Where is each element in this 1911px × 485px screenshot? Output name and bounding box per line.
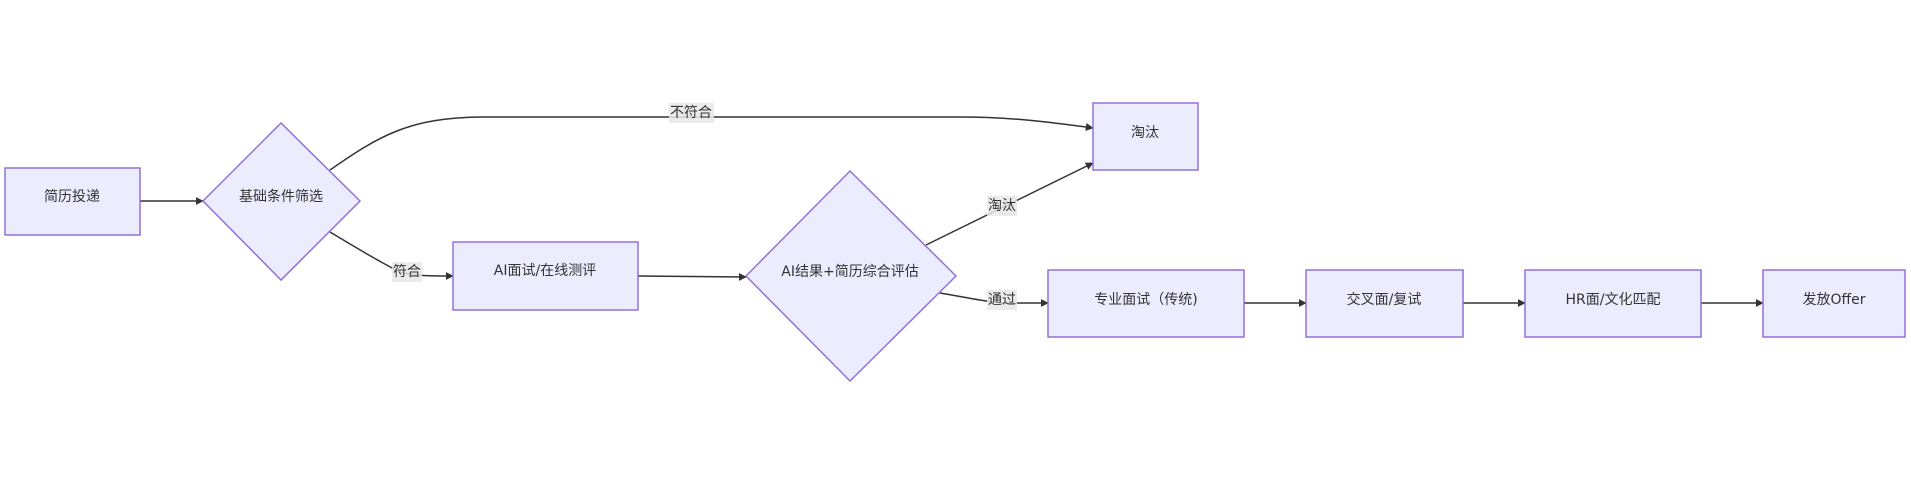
edge-label-text: 不符合 [670,105,712,121]
node-shape [1092,102,1199,171]
edge-label-D-E: 淘汰 [987,196,1017,216]
node-shape [1305,269,1464,338]
edge-label-bg [392,262,422,282]
node-resume-submission[interactable]: 简历投递 [4,167,141,236]
edge-labels: 不符合 符合 淘汰 通过 [392,103,1017,310]
edge-label-D-F: 通过 [987,290,1017,310]
node-shape [452,241,639,311]
edge-label-B-E: 不符合 [669,103,714,123]
edge-label-bg [987,196,1017,216]
node-label: AI面试/在线测评 [494,263,596,279]
edge-C-D [637,272,747,281]
node-shape [201,121,362,282]
node-shape [1762,269,1906,338]
node-label: 专业面试（传统) [1094,292,1197,308]
edge-label-bg [987,290,1017,310]
node-label: 发放Offer [1802,292,1865,308]
node-offer[interactable]: 发放Offer [1762,269,1906,338]
node-label: HR面/文化匹配 [1566,292,1661,308]
edge-label-B-C: 符合 [392,262,422,282]
edge-label-bg [669,103,714,123]
nodes: 简历投递 基础条件筛选 AI面试/在线测评 AI结果+简历综合评估 淘汰 专业面… [4,102,1906,383]
edge-B-C [329,231,454,280]
node-professional-interview[interactable]: 专业面试（传统) [1047,269,1245,338]
edge-B-E [329,116,1094,171]
node-comprehensive-evaluation[interactable]: AI结果+简历综合评估 [744,169,958,383]
node-label: 交叉面/复试 [1347,291,1422,308]
edge-label-text: 淘汰 [988,198,1016,214]
edge-label-text: 符合 [393,264,421,280]
node-hr-interview[interactable]: HR面/文化匹配 [1524,269,1702,338]
node-rejected[interactable]: 淘汰 [1092,102,1199,171]
node-label: 淘汰 [1131,125,1159,141]
node-basic-screening[interactable]: 基础条件筛选 [201,121,362,282]
node-shape [744,169,958,383]
node-shape [1524,269,1702,338]
edge-label-text: 通过 [988,292,1016,308]
node-ai-interview[interactable]: AI面试/在线测评 [452,241,639,311]
node-cross-interview[interactable]: 交叉面/复试 [1305,269,1464,338]
node-label: AI结果+简历综合评估 [781,263,918,280]
node-shape [1047,269,1245,338]
node-label: 基础条件筛选 [239,188,323,205]
node-label: 简历投递 [44,188,100,205]
node-shape [4,167,141,236]
